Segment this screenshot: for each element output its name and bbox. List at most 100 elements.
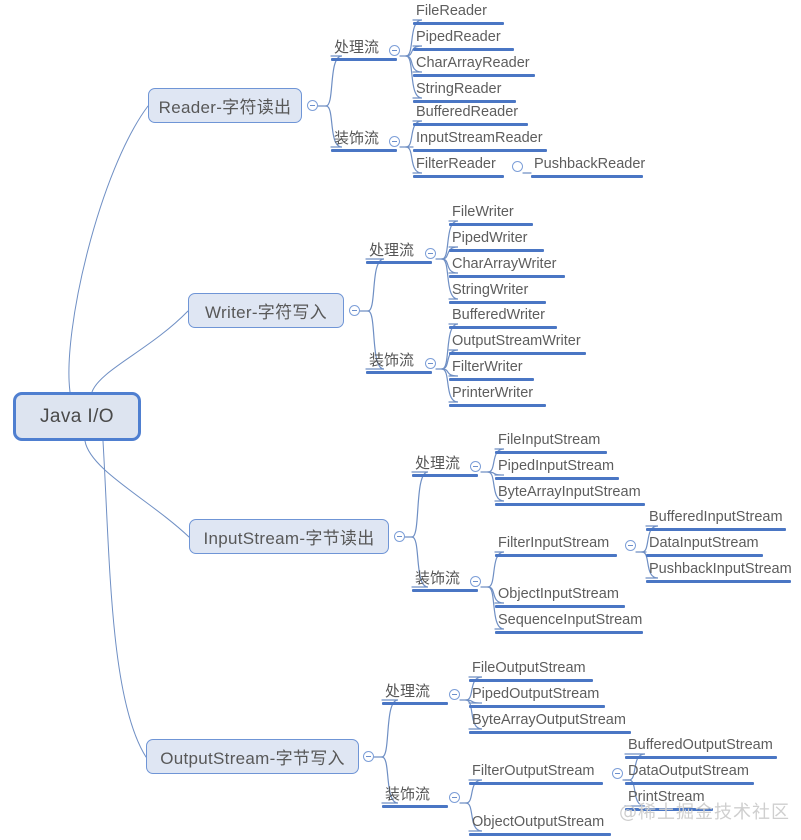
underline	[413, 47, 514, 51]
branch-node-reader[interactable]: Reader-字符读出	[148, 88, 302, 123]
leaf-fileinputstream[interactable]: FileInputStream	[495, 433, 607, 454]
leaf-chararrayreader[interactable]: CharArrayReader	[413, 56, 535, 77]
leaf-objectoutputstream[interactable]: ObjectOutputStream	[469, 815, 611, 836]
group-label-inputstream-processing[interactable]: 处理流	[412, 456, 478, 477]
toggle-filterinputstream[interactable]	[625, 540, 636, 551]
leaf-chararraywriter[interactable]: CharArrayWriter	[449, 257, 565, 278]
leaf-filterreader[interactable]: FilterReader	[413, 157, 504, 178]
branch-node-label: InputStream-字节读出	[203, 529, 375, 548]
leaf-pipedoutputstream[interactable]: PipedOutputStream	[469, 687, 605, 708]
toggle-writer[interactable]	[349, 305, 360, 316]
leaf-pipedreader[interactable]: PipedReader	[413, 30, 514, 51]
leaf-filereader[interactable]: FileReader	[413, 4, 504, 25]
underline	[449, 248, 544, 252]
branch-node-inputstream[interactable]: InputStream-字节读出	[189, 519, 389, 554]
underline	[412, 589, 478, 592]
toggle-reader-decorator[interactable]	[389, 136, 400, 147]
leaf-label: OutputStreamWriter	[452, 333, 581, 349]
leaf-bytearrayoutputstream[interactable]: ByteArrayOutputStream	[469, 713, 631, 734]
toggle-outputstream-processing[interactable]	[449, 689, 460, 700]
leaf-filteroutputstream[interactable]: FilterOutputStream	[469, 764, 603, 785]
leaf-label: ByteArrayOutputStream	[472, 712, 626, 728]
underline	[469, 781, 603, 785]
group-label-reader-decorator[interactable]: 装饰流	[331, 131, 397, 152]
root-node-label: Java I/O	[40, 405, 114, 427]
toggle-inputstream-decorator[interactable]	[470, 576, 481, 587]
group-label-reader-processing[interactable]: 处理流	[331, 40, 397, 61]
group-label-text: 处理流	[385, 683, 431, 700]
toggle-outputstream-decorator[interactable]	[449, 792, 460, 803]
leaf-stringwriter[interactable]: StringWriter	[449, 283, 546, 304]
leaf-filewriter[interactable]: FileWriter	[449, 205, 533, 226]
underline	[531, 174, 643, 178]
underline	[646, 553, 763, 557]
leaf-inputstreamreader[interactable]: InputStreamReader	[413, 131, 547, 152]
group-label-writer-decorator[interactable]: 装饰流	[366, 353, 432, 374]
toggle-writer-processing[interactable]	[425, 248, 436, 259]
underline	[413, 99, 516, 103]
underline	[449, 222, 533, 226]
branch-node-label: OutputStream-字节写入	[160, 749, 345, 768]
leaf-outputstreamwriter[interactable]: OutputStreamWriter	[449, 334, 586, 355]
toggle-reader-processing[interactable]	[389, 45, 400, 56]
leaf-bufferedinputstream[interactable]: BufferedInputStream	[646, 510, 786, 531]
leaf-fileoutputstream[interactable]: FileOutputStream	[469, 661, 593, 682]
leaf-datainputstream[interactable]: DataInputStream	[646, 536, 763, 557]
leaf-objectinputstream[interactable]: ObjectInputStream	[495, 587, 625, 608]
leaf-printerwriter[interactable]: PrinterWriter	[449, 386, 546, 407]
leaf-bufferedoutputstream[interactable]: BufferedOutputStream	[625, 738, 777, 759]
leaf-filterwriter[interactable]: FilterWriter	[449, 360, 534, 381]
group-label-inputstream-decorator[interactable]: 装饰流	[412, 571, 478, 592]
leaf-label: PipedOutputStream	[472, 686, 600, 702]
leaf-label: FilterReader	[416, 156, 496, 172]
leaf-label: PipedReader	[416, 29, 501, 45]
toggle-reader[interactable]	[307, 100, 318, 111]
group-label-outputstream-processing[interactable]: 处理流	[382, 684, 448, 705]
toggle-outputstream[interactable]	[363, 751, 374, 762]
leaf-label: PrinterWriter	[452, 385, 534, 401]
group-label-text: 处理流	[334, 39, 380, 56]
branch-node-writer[interactable]: Writer-字符写入	[188, 293, 344, 328]
toggle-writer-decorator[interactable]	[425, 358, 436, 369]
leaf-bufferedreader[interactable]: BufferedReader	[413, 105, 528, 126]
leaf-label: PipedInputStream	[498, 458, 615, 474]
underline	[382, 702, 448, 705]
underline	[413, 21, 504, 25]
underline	[646, 579, 791, 583]
group-label-writer-processing[interactable]: 处理流	[366, 243, 432, 264]
leaf-label: PrintStream	[628, 789, 705, 805]
leaf-label: FileInputStream	[498, 432, 601, 448]
toggle-inputstream-processing[interactable]	[470, 461, 481, 472]
branch-node-outputstream[interactable]: OutputStream-字节写入	[146, 739, 359, 774]
leaf-label: CharArrayWriter	[452, 256, 557, 272]
leaf-bytearrayinputstream[interactable]: ByteArrayInputStream	[495, 485, 645, 506]
leaf-pipedinputstream[interactable]: PipedInputStream	[495, 459, 619, 480]
leaf-label: PipedWriter	[452, 230, 528, 246]
leaf-pipedwriter[interactable]: PipedWriter	[449, 231, 544, 252]
underline	[331, 149, 397, 152]
underline	[449, 300, 546, 304]
underline	[469, 832, 611, 836]
leaf-stringreader[interactable]: StringReader	[413, 82, 516, 103]
leaf-label: BufferedOutputStream	[628, 737, 773, 753]
toggle-filterreader[interactable]	[512, 161, 523, 172]
group-label-text: 处理流	[369, 242, 415, 259]
leaf-sequenceinputstream[interactable]: SequenceInputStream	[495, 613, 645, 634]
leaf-label: PushbackReader	[534, 156, 646, 172]
leaf-bufferedwriter[interactable]: BufferedWriter	[449, 308, 557, 329]
leaf-printstream[interactable]: PrintStream	[625, 790, 713, 811]
leaf-label: FileWriter	[452, 204, 514, 220]
leaf-label: CharArrayReader	[416, 55, 530, 71]
toggle-inputstream[interactable]	[394, 531, 405, 542]
underline	[449, 403, 546, 407]
leaf-filterinputstream[interactable]: FilterInputStream	[495, 536, 617, 557]
leaf-label: FilterInputStream	[498, 535, 610, 551]
leaf-dataoutputstream[interactable]: DataOutputStream	[625, 764, 754, 785]
leaf-label: ObjectOutputStream	[472, 814, 605, 830]
leaf-pushbackreader[interactable]: PushbackReader	[531, 157, 648, 178]
toggle-filteroutputstream[interactable]	[612, 768, 623, 779]
leaf-pushbackinputstream[interactable]: PushbackInputStream	[646, 562, 795, 583]
group-label-outputstream-decorator[interactable]: 装饰流	[382, 787, 448, 808]
root-node[interactable]: Java I/O	[13, 392, 141, 441]
